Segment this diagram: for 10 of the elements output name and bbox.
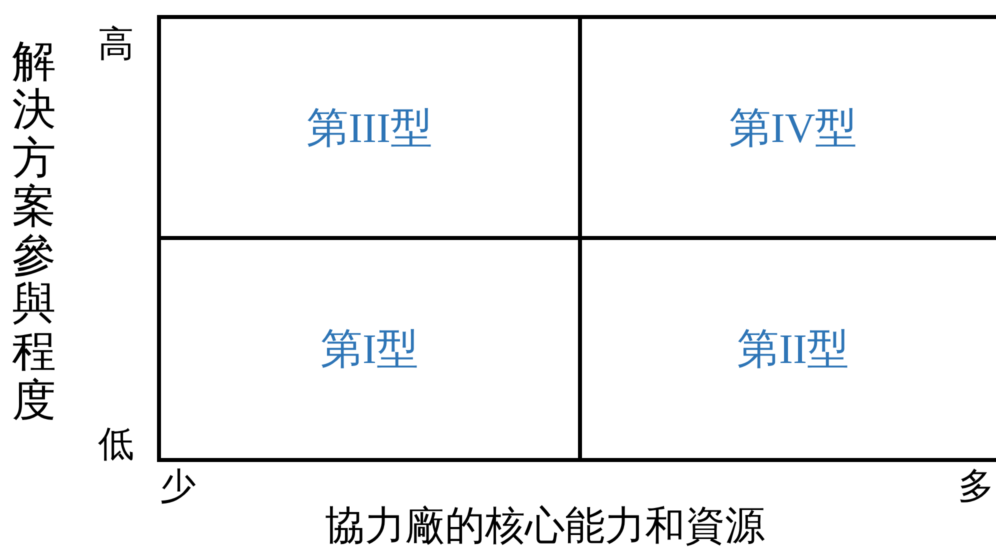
axis-tick-label: 少 (160, 465, 196, 508)
quadrant-label: 第IV型 (728, 104, 858, 154)
quadrant-label: 第III型 (306, 104, 432, 154)
axis-title: 協力廠的核心能力和資源 (325, 502, 765, 547)
axis-title: 解決方案參與程度 (12, 38, 56, 426)
quadrant-label: 第II型 (737, 326, 849, 375)
quadrant-label: 第I型 (320, 326, 418, 375)
axis-tick-label: 多 (958, 465, 994, 508)
axis-tick-label: 低 (98, 423, 134, 466)
axis-tick-label: 高 (98, 23, 134, 66)
